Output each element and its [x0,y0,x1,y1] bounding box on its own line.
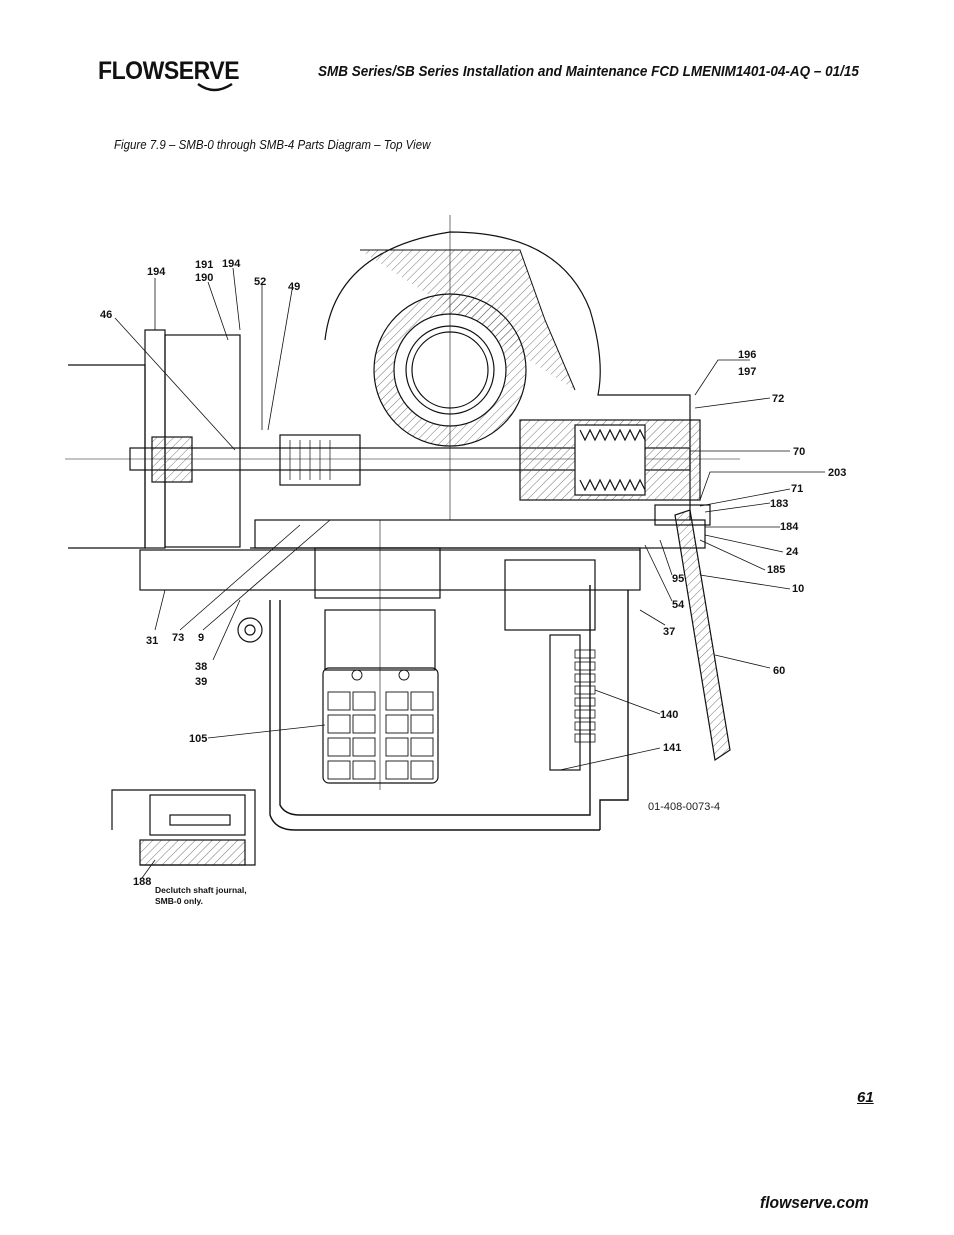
part-label-31: 31 [146,635,158,647]
part-label-183: 183 [770,498,788,510]
part-label-10: 10 [792,583,804,595]
document-header: SMB Series/SB Series Installation and Ma… [318,63,859,80]
part-label-54: 54 [672,599,685,611]
part-label-196: 196 [738,349,756,361]
part-label-9: 9 [198,632,204,644]
inset-note-line1: Declutch shaft journal, [155,885,247,895]
part-label-49: 49 [288,281,300,293]
logo-swoosh-icon [197,82,233,92]
inset-note-line2: SMB-0 only. [155,896,203,906]
footer-website[interactable]: flowserve.com [760,1193,869,1212]
figure-caption: Figure 7.9 – SMB-0 through SMB-4 Parts D… [114,138,431,152]
drawing-number: 01-408-0073-4 [648,801,720,813]
part-label-73: 73 [172,632,184,644]
part-label-140: 140 [660,709,678,721]
part-label-72: 72 [772,393,784,405]
part-label-141: 141 [663,742,681,754]
part-label-70: 70 [793,446,805,458]
part-label-105: 105 [189,733,207,745]
part-label-184: 184 [780,521,799,533]
part-label-60: 60 [773,665,785,677]
part-label-71: 71 [791,483,803,495]
part-label-52: 52 [254,276,266,288]
part-label-37: 37 [663,626,675,638]
part-label-190: 190 [195,272,213,284]
part-label-194-b: 194 [222,258,241,270]
page-number: 61 [857,1089,874,1106]
part-label-191: 191 [195,259,213,271]
part-label-46: 46 [100,309,112,321]
flowserve-logo: FLOWSERVE [98,57,240,85]
part-label-38: 38 [195,661,207,673]
part-label-194: 194 [147,266,166,278]
part-label-188: 188 [133,876,151,888]
part-label-24: 24 [786,546,799,558]
part-label-39: 39 [195,676,207,688]
part-label-203: 203 [828,467,846,479]
part-label-185: 185 [767,564,785,576]
part-label-197: 197 [738,366,756,378]
part-label-95: 95 [672,573,684,585]
